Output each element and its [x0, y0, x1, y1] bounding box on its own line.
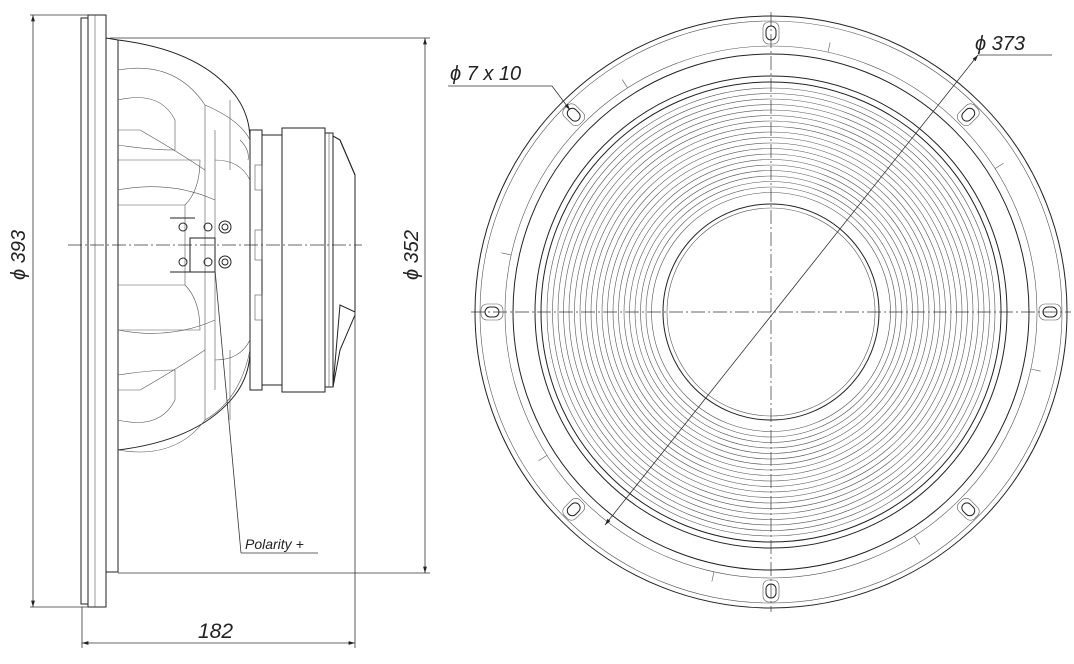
gasket-notch: [914, 535, 921, 545]
polarity-callout: Polarity +: [214, 269, 318, 554]
polarity-label: Polarity +: [245, 536, 304, 552]
mounting-hole-boss: [762, 21, 780, 45]
mounting-hole: [765, 583, 777, 599]
mounting-hole: [484, 306, 500, 318]
mounting-hole: [765, 25, 777, 41]
terminals: [170, 217, 232, 273]
mounting-hole: [566, 502, 581, 517]
mounting-hole-label: ϕ 7 x 10: [450, 63, 521, 85]
mounting-hole-boss: [957, 103, 980, 126]
mounting-flange: [80, 14, 107, 608]
dimension-182: 182: [81, 312, 356, 648]
mounting-hole: [961, 107, 976, 122]
basket-diameter-label: ϕ 352: [401, 230, 423, 280]
gasket-notch: [1030, 368, 1041, 372]
mounting-hole-boss: [1038, 303, 1062, 321]
side-view: ϕ 393 ϕ 352 182 Polarity +: [8, 14, 430, 648]
mounting-hole-boss: [957, 498, 980, 521]
gasket-notch: [621, 79, 628, 89]
dimension-373: ϕ 373: [604, 33, 1052, 526]
mounting-hole-boss: [562, 103, 585, 126]
basket: [105, 37, 251, 573]
gasket-notch: [994, 162, 1004, 169]
dimension-352: ϕ 352: [110, 37, 430, 574]
motor-assembly: [249, 127, 356, 393]
gasket-notch: [711, 571, 715, 582]
gasket-notch: [538, 455, 548, 462]
mounting-hole: [1042, 306, 1058, 318]
gasket-notch: [501, 252, 512, 256]
mounting-hole-boss: [762, 579, 780, 603]
mounting-hole: [961, 502, 976, 517]
mounting-hole: [566, 107, 581, 122]
mounting-hole-callout: ϕ 7 x 10: [448, 63, 571, 111]
bolt-circle-label: ϕ 373: [975, 33, 1025, 55]
depth-label: 182: [198, 620, 233, 643]
mounting-hole-boss: [562, 498, 585, 521]
outer-diameter-label: ϕ 393: [8, 230, 30, 280]
front-view: [471, 12, 1071, 612]
mounting-hole-boss: [480, 303, 504, 321]
gasket-notch: [827, 42, 831, 53]
dimension-393: ϕ 393: [8, 14, 88, 608]
